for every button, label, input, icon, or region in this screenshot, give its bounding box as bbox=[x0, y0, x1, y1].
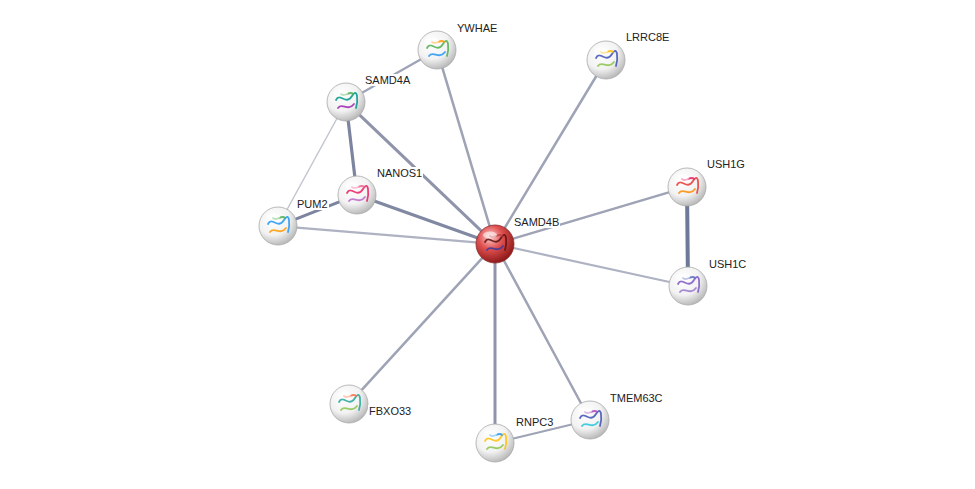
interaction-edge bbox=[514, 248, 670, 282]
interaction-edge bbox=[513, 192, 669, 238]
protein-node: LRRC8E bbox=[586, 40, 626, 80]
protein-sphere bbox=[337, 175, 377, 215]
interaction-edge bbox=[362, 258, 482, 390]
protein-node: USH1C bbox=[668, 266, 708, 306]
protein-label: NANOS1 bbox=[376, 167, 423, 179]
protein-label: TMEM63C bbox=[609, 392, 664, 404]
interaction-edge bbox=[375, 201, 477, 237]
protein-label: LRRC8E bbox=[625, 31, 670, 43]
interaction-edge bbox=[360, 115, 481, 231]
protein-sphere bbox=[329, 384, 369, 424]
query-protein-node: SAMD4B bbox=[475, 224, 515, 264]
interaction-edge bbox=[362, 59, 420, 92]
protein-label: USH1G bbox=[706, 158, 746, 170]
protein-sphere bbox=[570, 400, 610, 440]
protein-sphere bbox=[475, 224, 515, 264]
protein-label: USH1C bbox=[708, 258, 747, 270]
protein-node: RNPC3 bbox=[475, 423, 515, 463]
interaction-edge bbox=[494, 263, 497, 424]
protein-sphere bbox=[417, 30, 457, 70]
protein-sphere bbox=[475, 423, 515, 463]
protein-node: TMEM63C bbox=[570, 400, 610, 440]
protein-sphere bbox=[586, 40, 626, 80]
protein-node: SAMD4A bbox=[326, 82, 366, 122]
protein-node: FBXO33 bbox=[329, 384, 369, 424]
protein-label: SAMD4B bbox=[513, 216, 560, 228]
interaction-edge bbox=[348, 121, 355, 176]
protein-node: USH1G bbox=[667, 167, 707, 207]
protein-node: YWHAE bbox=[417, 30, 457, 70]
protein-sphere bbox=[326, 82, 366, 122]
protein-label: RNPC3 bbox=[515, 416, 554, 428]
interaction-edge bbox=[504, 261, 581, 404]
protein-node: PUM2 bbox=[258, 206, 298, 246]
protein-label: SAMD4A bbox=[364, 74, 411, 86]
interaction-edge bbox=[442, 68, 489, 226]
interaction-edge bbox=[685, 206, 690, 267]
interaction-edge bbox=[297, 228, 476, 243]
protein-sphere bbox=[667, 167, 707, 207]
protein-node: NANOS1 bbox=[337, 175, 377, 215]
protein-sphere bbox=[668, 266, 708, 306]
protein-label: PUM2 bbox=[296, 198, 329, 210]
interaction-edge bbox=[505, 76, 596, 227]
protein-label: YWHAE bbox=[456, 22, 498, 34]
protein-sphere bbox=[258, 206, 298, 246]
interaction-edge bbox=[287, 119, 337, 210]
protein-label: FBXO33 bbox=[368, 405, 412, 417]
